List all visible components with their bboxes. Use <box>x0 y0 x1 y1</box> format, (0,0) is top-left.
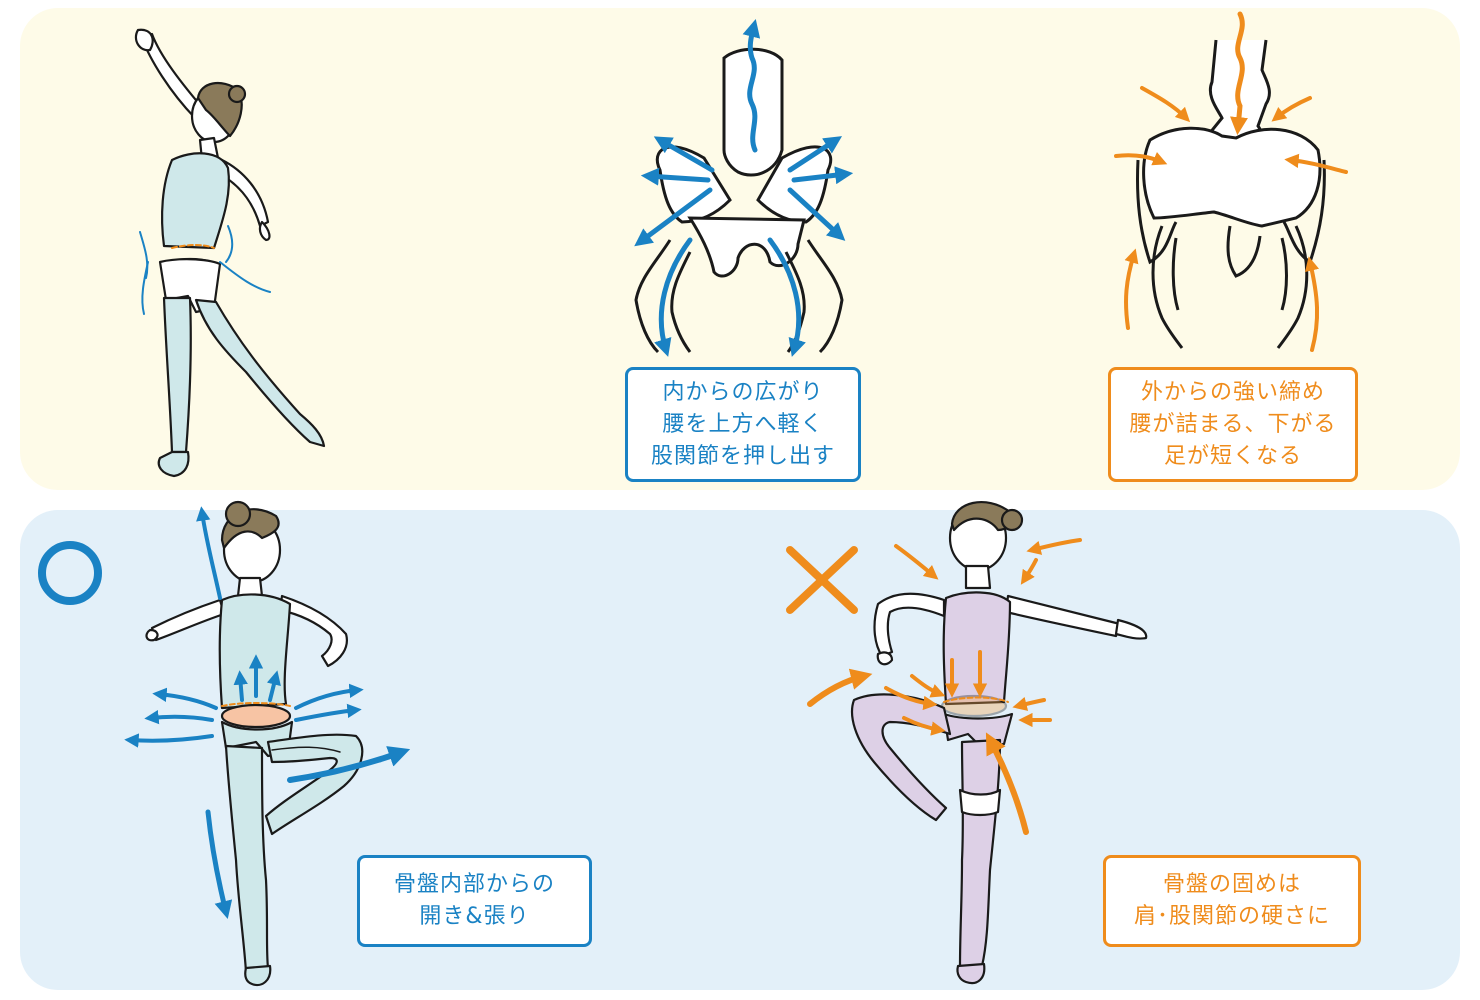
correct-circle-mark-icon <box>38 541 102 605</box>
caption-line: 股関節を押し出す <box>650 443 835 469</box>
inner-expansion-caption: 内からの広がり 腰を上方へ軽く 股関節を押し出す <box>625 367 861 482</box>
dancer-incorrect-passe <box>807 501 1148 985</box>
pelvis-inner-expansion-diagram <box>634 19 854 357</box>
caption-line: 骨盤の固めは <box>1162 872 1301 897</box>
pelvis-open-caption: 骨盤内部からの 開き&張り <box>357 855 592 947</box>
caption-line: 肩･股関節の硬さに <box>1133 904 1330 929</box>
outer-tightening-caption: 外からの強い締め 腰が詰まる、下がる 足が短くなる <box>1108 367 1358 482</box>
caption-line: 開き&張り <box>419 904 530 929</box>
caption-line: 内からの広がり <box>662 379 824 405</box>
pelvis-outer-tightening-diagram <box>1114 11 1348 352</box>
dancer-arabesque <box>134 28 326 478</box>
caption-line: 外からの強い締め <box>1140 379 1325 405</box>
caption-line: 腰を上方へ軽く <box>662 411 824 437</box>
incorrect-cross-mark-icon <box>786 546 858 614</box>
pelvis-stiff-caption: 骨盤の固めは 肩･股関節の硬さに <box>1103 855 1361 947</box>
dancer-correct-passe <box>124 500 411 987</box>
caption-line: 腰が詰まる、下がる <box>1129 411 1337 437</box>
caption-line: 骨盤内部からの <box>393 872 555 897</box>
caption-line: 足が短くなる <box>1163 443 1302 469</box>
